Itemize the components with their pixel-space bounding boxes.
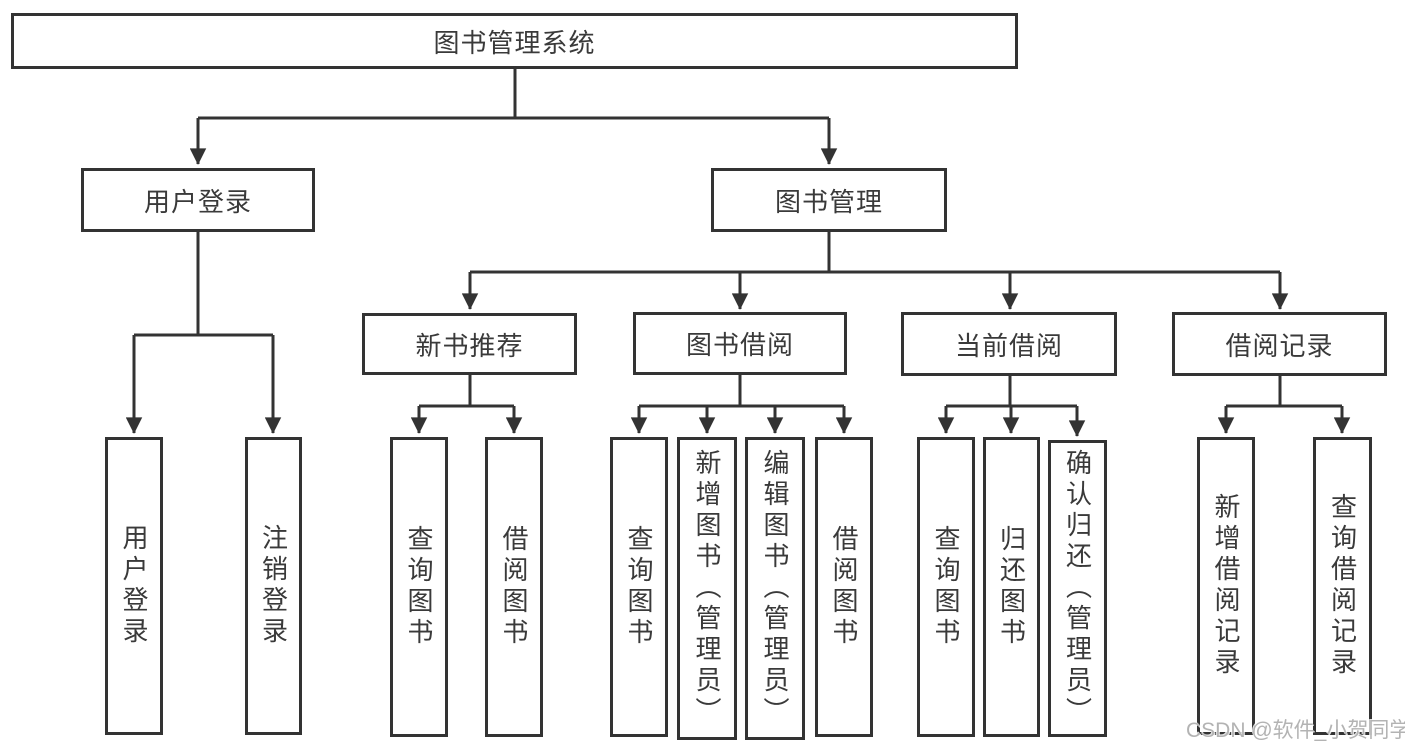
leaf-user-login: 用户登录 xyxy=(105,437,163,735)
node-root-label: 图书管理系统 xyxy=(433,27,596,58)
leaf-logout-label: 注销登录 xyxy=(258,524,289,648)
leaf-nbr-borrow-books-label: 借阅图书 xyxy=(499,525,529,649)
node-book-mgmt: 图书管理 xyxy=(711,168,947,232)
node-book-borrow: 图书借阅 xyxy=(633,312,847,375)
leaf-bb-borrow-books-label: 借阅图书 xyxy=(829,525,859,649)
leaf-cb-query-books-label: 查询图书 xyxy=(931,525,961,649)
leaf-bb-edit-books-admin: 编辑图书（管理员） xyxy=(745,437,805,740)
node-new-book-rec: 新书推荐 xyxy=(362,313,577,375)
edge-current-borrow-stem xyxy=(946,376,1077,408)
edge-book-mgmt-stem xyxy=(470,232,1280,274)
leaf-user-login-label: 用户登录 xyxy=(119,524,149,648)
node-current-borrow: 当前借阅 xyxy=(901,312,1117,376)
leaf-bb-edit-books-admin-label: 编辑图书（管理员） xyxy=(760,449,790,728)
leaf-nbr-query-books-label: 查询图书 xyxy=(404,525,434,649)
leaf-br-query-record: 查询借阅记录 xyxy=(1313,437,1372,735)
leaf-cb-confirm-return-admin: 确认归还（管理员） xyxy=(1048,440,1107,737)
node-book-borrow-label: 图书借阅 xyxy=(685,330,794,360)
csdn-watermark: CSDN @软件_小贺同学 xyxy=(1186,719,1405,742)
leaf-bb-borrow-books: 借阅图书 xyxy=(815,437,873,737)
edge-borrow-records-stem xyxy=(1226,376,1342,408)
node-root: 图书管理系统 xyxy=(11,13,1018,69)
node-new-book-rec-label: 新书推荐 xyxy=(415,330,524,361)
leaf-br-add-record-label: 新增借阅记录 xyxy=(1211,493,1241,679)
leaf-bb-query-books-label: 查询图书 xyxy=(624,525,654,649)
leaf-bb-add-books-admin: 新增图书（管理员） xyxy=(677,437,737,740)
node-borrow-records-label: 借阅记录 xyxy=(1225,330,1334,361)
leaf-cb-return-books-label: 归还图书 xyxy=(996,525,1027,649)
leaf-nbr-query-books: 查询图书 xyxy=(390,437,448,737)
edge-user-login-stem xyxy=(134,232,273,337)
edge-root-stem xyxy=(198,69,829,120)
edge-book-borrow-stem xyxy=(639,375,844,408)
node-borrow-records: 借阅记录 xyxy=(1172,312,1387,376)
leaf-cb-return-books: 归还图书 xyxy=(983,437,1040,737)
edge-new-book-rec-stem xyxy=(419,375,514,408)
leaf-cb-confirm-return-admin-label: 确认归还（管理员） xyxy=(1062,449,1093,728)
node-current-borrow-label: 当前借阅 xyxy=(954,330,1063,361)
node-book-mgmt-label: 图书管理 xyxy=(774,186,883,217)
leaf-logout: 注销登录 xyxy=(245,437,302,735)
node-user-login: 用户登录 xyxy=(81,168,315,232)
leaf-nbr-borrow-books: 借阅图书 xyxy=(485,437,543,737)
leaf-bb-add-books-admin-label: 新增图书（管理员） xyxy=(692,449,722,728)
node-user-login-label: 用户登录 xyxy=(143,186,252,217)
leaf-br-query-record-label: 查询借阅记录 xyxy=(1327,493,1358,679)
leaf-br-add-record: 新增借阅记录 xyxy=(1197,437,1255,735)
leaf-bb-query-books: 查询图书 xyxy=(610,437,668,737)
leaf-cb-query-books: 查询图书 xyxy=(917,437,975,737)
